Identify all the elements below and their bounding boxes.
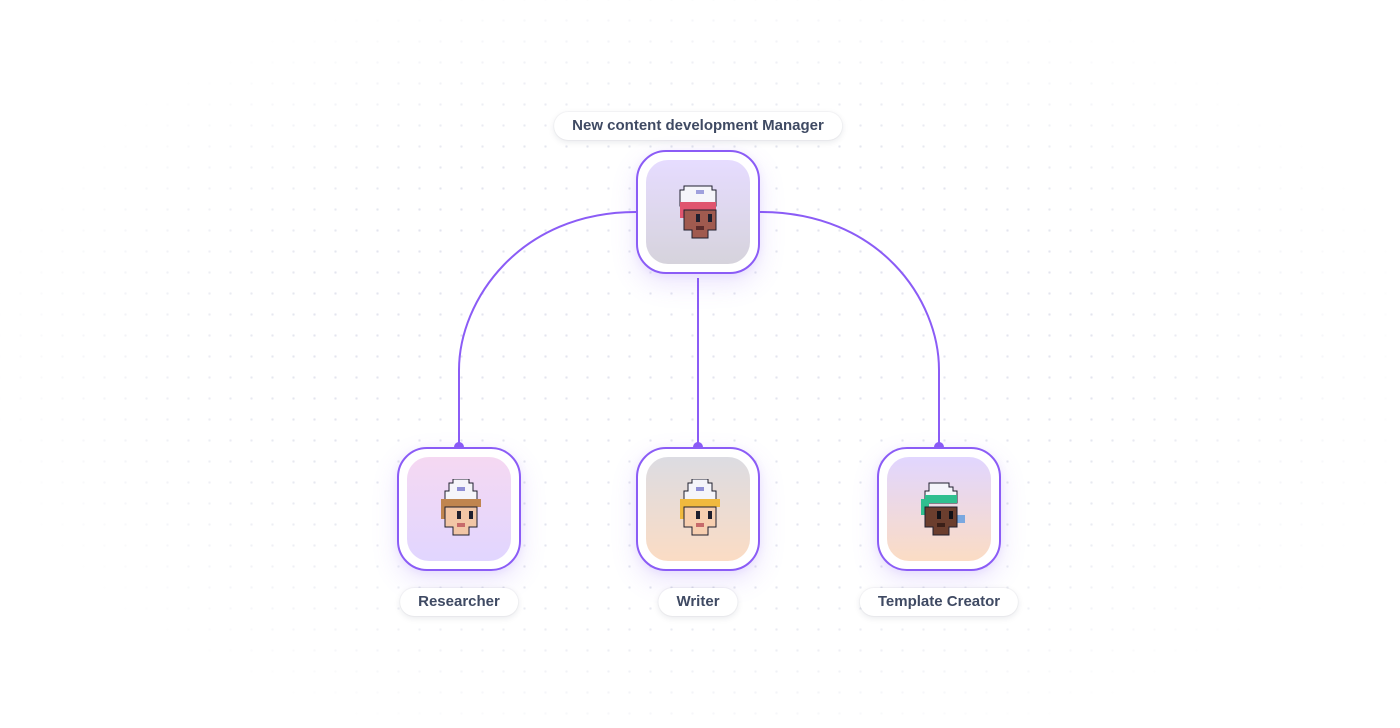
template-creator-label: Template Creator — [859, 588, 1019, 616]
researcher-node[interactable] — [397, 447, 521, 571]
template-creator-node[interactable] — [877, 447, 1001, 571]
pixel-avatar-white-cap-pink-hair-icon — [679, 185, 717, 239]
manager-avatar-tile — [646, 160, 750, 264]
writer-label: Writer — [658, 588, 738, 616]
writer-node[interactable] — [636, 447, 760, 571]
connector-manager-template-creator — [759, 211, 940, 447]
writer-avatar-tile — [646, 457, 750, 561]
connector-manager-researcher — [458, 211, 637, 447]
template-creator-avatar-tile — [887, 457, 991, 561]
pixel-avatar-teal-cap-dark-skin-icon — [921, 482, 965, 536]
pixel-avatar-white-cap-blonde-hair-icon — [680, 479, 720, 536]
pixel-avatar-white-cap-brown-hair-icon — [441, 479, 481, 536]
manager-node[interactable] — [636, 150, 760, 274]
researcher-label: Researcher — [400, 588, 518, 616]
manager-label: New content development Manager — [554, 112, 842, 140]
researcher-avatar-tile — [407, 457, 511, 561]
